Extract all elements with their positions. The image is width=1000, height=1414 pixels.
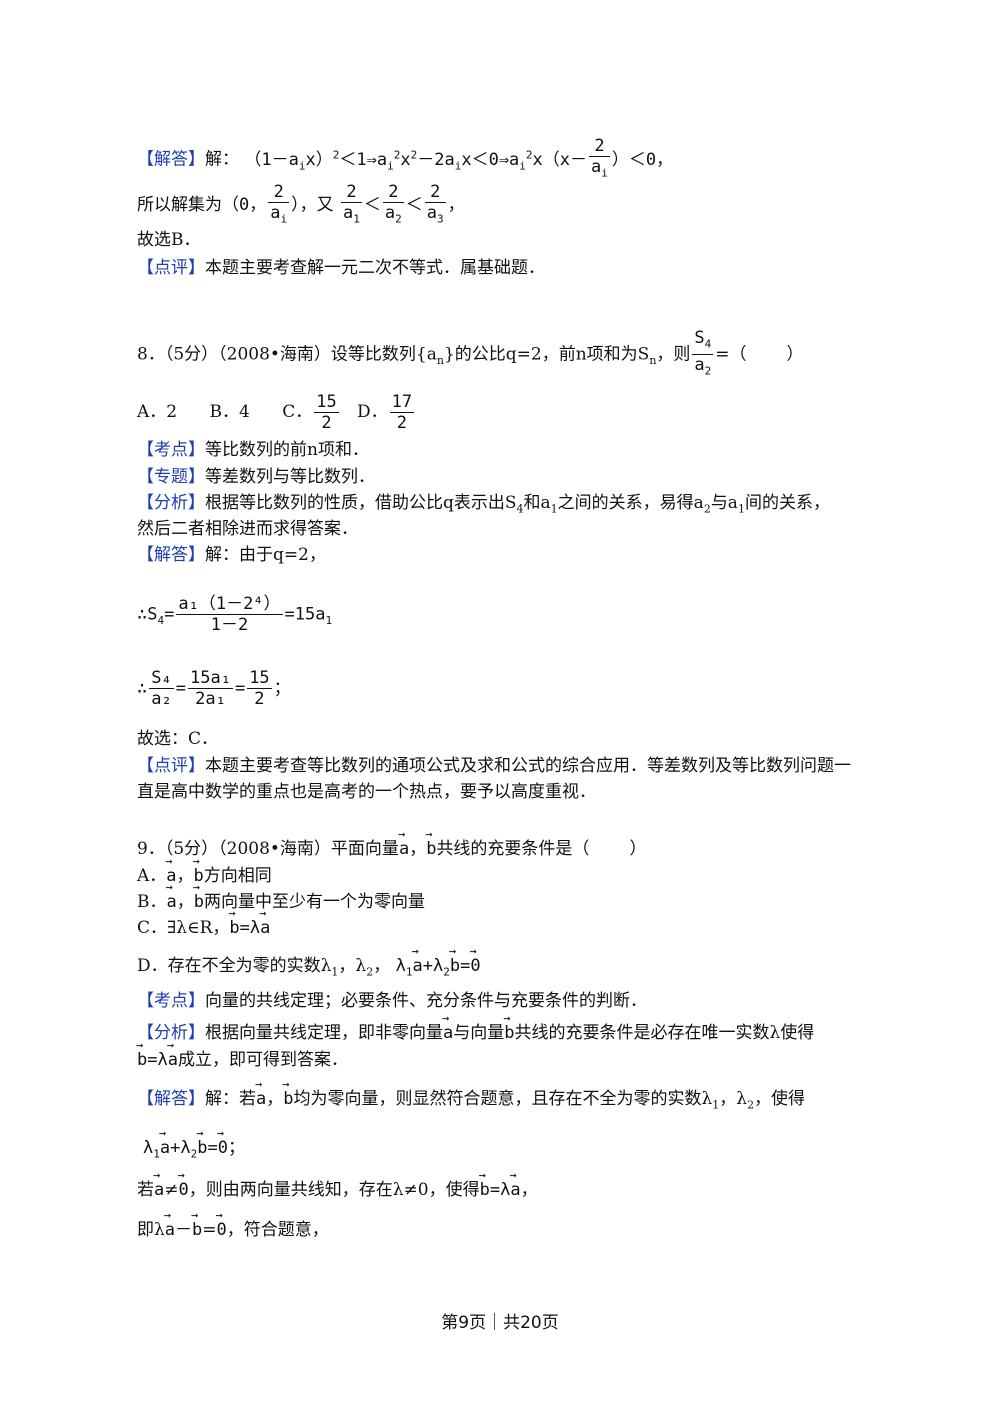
option-b: B．4 — [209, 402, 250, 422]
q8-fenxi: 【分析】根据等比数列的性质，借助公比q表示出S4和a1之间的关系，易得a2与a1… — [137, 493, 830, 516]
q8-comment-cont: 直是高中数学的重点也是高考的一个热点，要予以高度重视． — [137, 782, 596, 802]
option-a: A．2 — [137, 402, 178, 422]
q9-fenxi: 【分析】根据向量共线定理，即非零向量a与向量b共线的充要条件是必存在唯一实数λ使… — [137, 1006, 814, 1045]
q8-choice: 故选：C． — [137, 729, 219, 749]
q8-stem: 8．（5分）（2008•海南）设等比数列{an}的公比q=2，前n项和为Sn，则… — [137, 328, 804, 382]
fraction: a₁（1－2⁴）1－2 — [176, 594, 283, 635]
q9-case-nonzero: 若a≠0，则由两向量共线知，存在λ≠0，使得b=λa， — [137, 1163, 538, 1202]
q9-fenxi-cont: b=λa成立，即可得到答案． — [136, 1033, 348, 1072]
q9-jieda: 【解答】解：若a，b均为零向量，则显然符合题意，且存在不全为零的实数λ1，λ2，… — [137, 1072, 805, 1117]
q8-comment: 【点评】本题主要考查等比数列的通项公式及求和公式的综合应用．等差数列及等比数列问… — [137, 756, 851, 776]
q8-eq-s4: ∴S4=a₁（1－2⁴）1－2=15a1 — [137, 594, 333, 635]
answer-tag: 【解答】 — [137, 149, 205, 170]
q9-kaodian: 【考点】向量的共线定理；必要条件、充分条件与充要条件的判断． — [137, 991, 647, 1011]
q9-option-d: D．存在不全为零的实数λ1，λ2， λ1a+λ2b=0 — [137, 939, 481, 984]
page-footer: 第9页｜共20页 — [441, 1313, 559, 1333]
q9-conclusion: 即λa－b=0，符合题意， — [137, 1203, 329, 1242]
q8-zhuanti: 【专题】等差数列与等比数列． — [137, 467, 375, 487]
q9-option-c: C．∃λ∈R，b=λa — [137, 901, 270, 940]
q9-stem: 9．（5分）（2008•海南）平面向量a，b共线的充要条件是（） — [137, 822, 646, 861]
q8-kaodian: 【考点】等比数列的前n项和． — [137, 440, 369, 460]
q8-jieda: 【解答】解：由于q=2， — [137, 545, 326, 565]
q7-comment: 【点评】本题主要考查解一元二次不等式．属基础题． — [137, 258, 545, 278]
q8-fenxi-cont: 然后二者相除进而求得答案． — [137, 519, 358, 539]
q7-choice: 故选B． — [137, 230, 201, 250]
q9-eq-combination: λ1a+λ2b=0； — [143, 1121, 245, 1166]
